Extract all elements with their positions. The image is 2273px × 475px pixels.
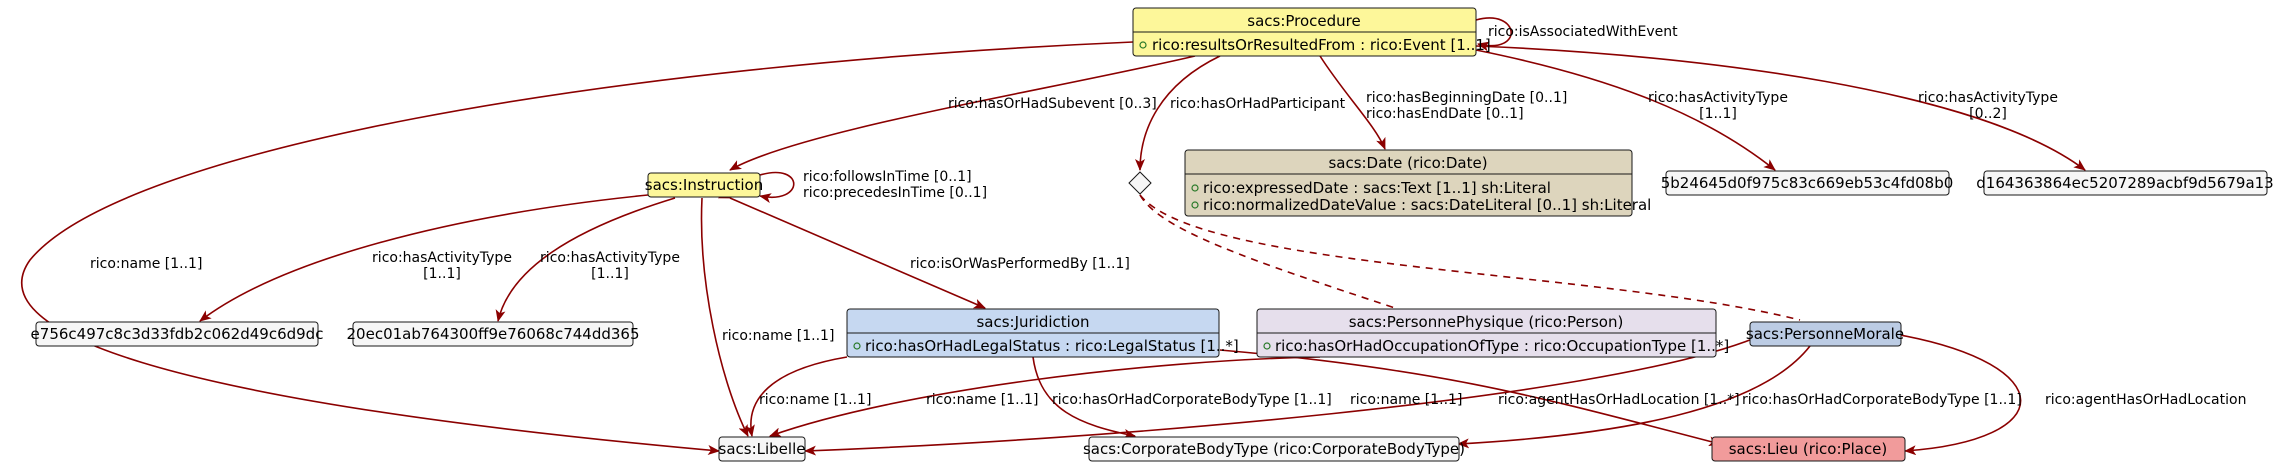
node-libelle[interactable]: sacs:Libelle	[718, 436, 806, 462]
node-date-attribute-1: rico:expressedDate : sacs:Text [1..1] sh…	[1203, 179, 1551, 197]
node-personne-morale-title: sacs:PersonneMorale	[1746, 325, 1904, 343]
label-has-participant: rico:hasOrHadParticipant	[1170, 96, 1346, 112]
label-procedure-activity-type-2-card: [0..2]	[1969, 106, 2007, 122]
label-follows-in-time: rico:followsInTime [0..1]	[803, 169, 972, 185]
edge-juridiction-location	[1219, 349, 1721, 447]
node-activity-type-1[interactable]: 5b24645d0f975c83c669eb53c4fd08b0	[1661, 170, 1954, 196]
label-procedure-activity-type-1-card: [1..1]	[1699, 106, 1737, 122]
participant-diamond	[1128, 171, 1152, 195]
edge-beginning-end-date	[1319, 55, 1386, 150]
node-juridiction[interactable]: sacs:Juridiction rico:hasOrHadLegalStatu…	[846, 308, 1239, 358]
node-corporate-body-type[interactable]: sacs:CorporateBodyType (rico:CorporateBo…	[1083, 436, 1465, 462]
node-instruction-title: sacs:Instruction	[645, 176, 763, 194]
label-procedure-activity-type-2: rico:hasActivityType	[1918, 90, 2058, 106]
label-physique-name: rico:name [1..1]	[926, 392, 1038, 408]
edge-procedure-activity-type-1	[1475, 49, 1776, 171]
attribute-bullet-icon	[1191, 184, 1199, 192]
edge-juridiction-name	[745, 356, 848, 437]
label-end-date: rico:hasEndDate [0..1]	[1366, 106, 1524, 122]
label-procedure-activity-type-1: rico:hasActivityType	[1648, 90, 1788, 106]
label-instruction-activity-type-1-card: [1..1]	[423, 266, 461, 282]
edge-labels: rico:isAssociatedWithEvent rico:hasOrHad…	[90, 24, 2246, 408]
edge-has-participant	[1135, 55, 1221, 171]
node-corporate-body-type-title: sacs:CorporateBodyType (rico:CorporateBo…	[1083, 440, 1465, 458]
label-morale-location: rico:agentHasOrHadLocation	[2045, 392, 2246, 408]
node-date-attribute-2: rico:normalizedDateValue : sacs:DateLite…	[1203, 196, 1651, 214]
edge-follows-precedes	[759, 171, 795, 204]
node-procedure-title: sacs:Procedure	[1247, 12, 1361, 30]
attribute-bullet-icon	[1191, 201, 1199, 209]
edge-instruction-activity-type-2	[495, 197, 676, 322]
label-instruction-activity-type-2: rico:hasActivityType	[540, 250, 680, 266]
node-personne-physique-attribute: rico:hasOrHadOccupationOfType : rico:Occ…	[1275, 337, 1729, 355]
label-beginning-date: rico:hasBeginningDate [0..1]	[1366, 90, 1567, 106]
label-has-subevent: rico:hasOrHadSubevent [0..3]	[948, 96, 1157, 112]
node-procedure[interactable]: sacs:Procedure rico:resultsOrResultedFro…	[1132, 7, 1491, 57]
node-activity-type-3-title: e756c497c8c3d33fdb2c062d49c6d9dc	[31, 325, 324, 343]
label-juridiction-name: rico:name [1..1]	[759, 392, 871, 408]
edge-performed-by	[717, 189, 986, 309]
edge-physique-name	[769, 356, 1321, 438]
edge-procedure-activity-type-2	[1475, 45, 2086, 171]
label-instruction-name: rico:name [1..1]	[722, 328, 834, 344]
edge-instruction-name	[700, 197, 749, 437]
node-activity-type-3[interactable]: e756c497c8c3d33fdb2c062d49c6d9dc	[31, 321, 324, 347]
edge-associated-with-event	[1475, 17, 1512, 52]
node-activity-type-1-title: 5b24645d0f975c83c669eb53c4fd08b0	[1661, 174, 1954, 192]
edge-morale-name	[804, 337, 1756, 456]
label-performed-by: rico:isOrWasPerformedBy [1..1]	[910, 256, 1130, 272]
edge-morale-corporate-type	[1457, 345, 1811, 449]
attribute-bullet-icon	[1139, 41, 1147, 49]
node-instruction[interactable]: sacs:Instruction	[645, 172, 763, 198]
node-personne-morale[interactable]: sacs:PersonneMorale	[1746, 321, 1904, 347]
label-associated-with-event: rico:isAssociatedWithEvent	[1488, 24, 1678, 40]
edge-has-subevent	[729, 55, 1196, 171]
node-activity-type-4[interactable]: 20ec01ab764300ff9e76068c744dd365	[347, 321, 640, 347]
node-activity-type-4-title: 20ec01ab764300ff9e76068c744dd365	[347, 325, 640, 343]
node-date[interactable]: sacs:Date (rico:Date) rico:expressedDate…	[1184, 149, 1651, 217]
node-lieu[interactable]: sacs:Lieu (rico:Place)	[1711, 436, 1906, 462]
node-activity-type-2[interactable]: d164363864ec5207289acbf9d5679a13	[1976, 170, 2273, 196]
edge-morale-location	[1899, 334, 2022, 456]
node-date-title: sacs:Date (rico:Date)	[1328, 154, 1487, 172]
edges	[20, 17, 2086, 456]
node-procedure-attribute: rico:resultsOrResultedFrom : rico:Event …	[1152, 36, 1491, 54]
edge-procedure-name	[20, 41, 1134, 455]
edge-instruction-activity-type-1	[199, 194, 649, 322]
node-lieu-title: sacs:Lieu (rico:Place)	[1729, 440, 1888, 458]
label-instruction-activity-type-1: rico:hasActivityType	[372, 250, 512, 266]
node-activity-type-2-title: d164363864ec5207289acbf9d5679a13	[1976, 174, 2273, 192]
edge-participant-morale	[1139, 194, 1801, 321]
node-personne-physique-title: sacs:PersonnePhysique (rico:Person)	[1349, 313, 1624, 331]
edge-juridiction-corporate-type	[1032, 356, 1136, 439]
node-juridiction-attribute: rico:hasOrHadLegalStatus : rico:LegalSta…	[865, 337, 1239, 355]
label-precedes-in-time: rico:precedesInTime [0..1]	[803, 185, 987, 201]
edge-participant-physique	[1139, 194, 1396, 309]
node-juridiction-title: sacs:Juridiction	[976, 313, 1089, 331]
node-libelle-title: sacs:Libelle	[719, 440, 806, 458]
label-morale-name: rico:name [1..1]	[1350, 392, 1462, 408]
label-juridiction-corporate-type: rico:hasOrHadCorporateBodyType [1..1]	[1052, 392, 1332, 408]
label-morale-corporate-type: rico:hasOrHadCorporateBodyType [1..1]	[1742, 392, 2022, 408]
attribute-bullet-icon	[853, 342, 861, 350]
label-instruction-activity-type-2-card: [1..1]	[591, 266, 629, 282]
node-personne-physique[interactable]: sacs:PersonnePhysique (rico:Person) rico…	[1256, 308, 1729, 358]
label-juridiction-location: rico:agentHasOrHadLocation [1..*]	[1498, 392, 1740, 408]
label-procedure-name: rico:name [1..1]	[90, 256, 202, 272]
attribute-bullet-icon	[1263, 342, 1271, 350]
